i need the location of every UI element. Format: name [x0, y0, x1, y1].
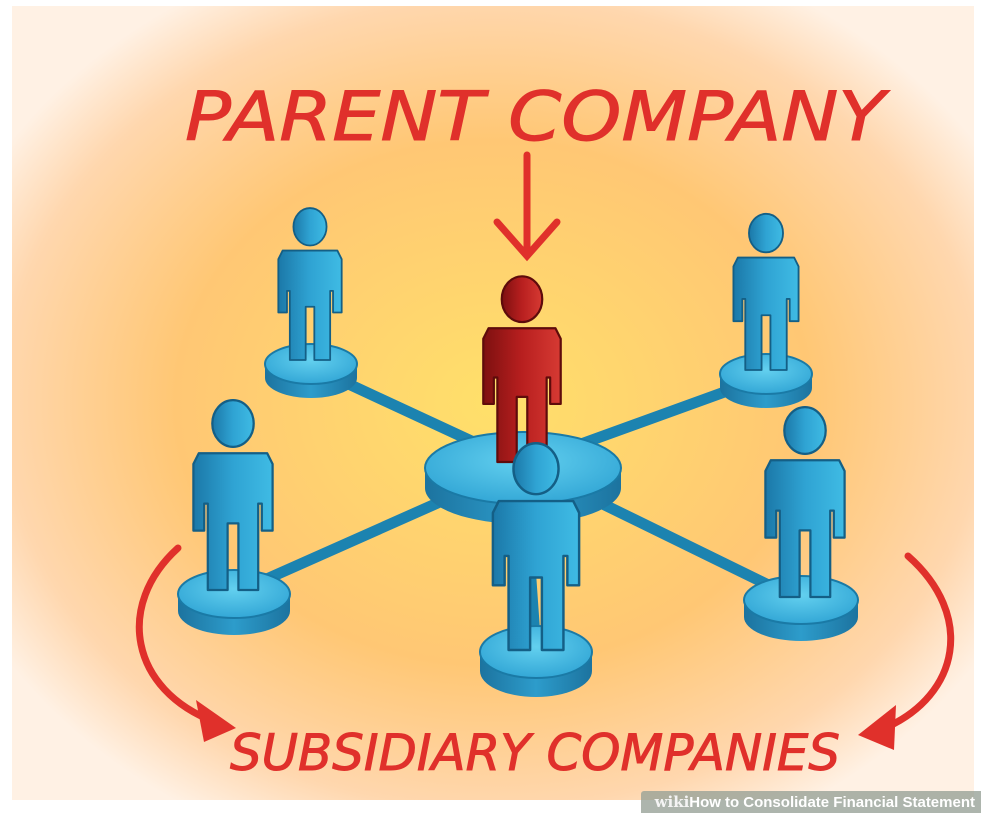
watermark-brand-a: wiki — [654, 793, 690, 811]
subsidiary-figure-lower-right — [764, 405, 846, 599]
node-disc-lower-right — [743, 575, 859, 641]
curved-arrow-right-head — [858, 705, 896, 750]
subsidiary-figure-bottom — [491, 441, 581, 652]
subsidiary-figure-lower-left — [192, 398, 274, 592]
node-disc-upper-right — [719, 353, 813, 408]
curved-arrow-left-head — [196, 700, 236, 742]
subsidiary-companies-label: SUBSIDIARY COMPANIES — [230, 724, 840, 782]
node-disc-bottom — [479, 625, 593, 697]
watermark-title: to Consolidate Financial Statement — [724, 794, 975, 811]
node-disc-lower-left — [177, 569, 291, 635]
subsidiary-figure-upper-left — [277, 207, 343, 361]
curved-arrow-right — [881, 552, 955, 732]
subsidiary-figure-upper-right — [732, 212, 800, 371]
curved-arrow-left — [135, 544, 219, 726]
parent-company-label: PARENT COMPANY — [185, 78, 890, 157]
arrow-down-to-parent — [493, 151, 561, 262]
node-disc-upper-left — [264, 343, 358, 398]
parent-figure — [482, 275, 562, 464]
watermark-brand-b: How — [689, 794, 721, 811]
